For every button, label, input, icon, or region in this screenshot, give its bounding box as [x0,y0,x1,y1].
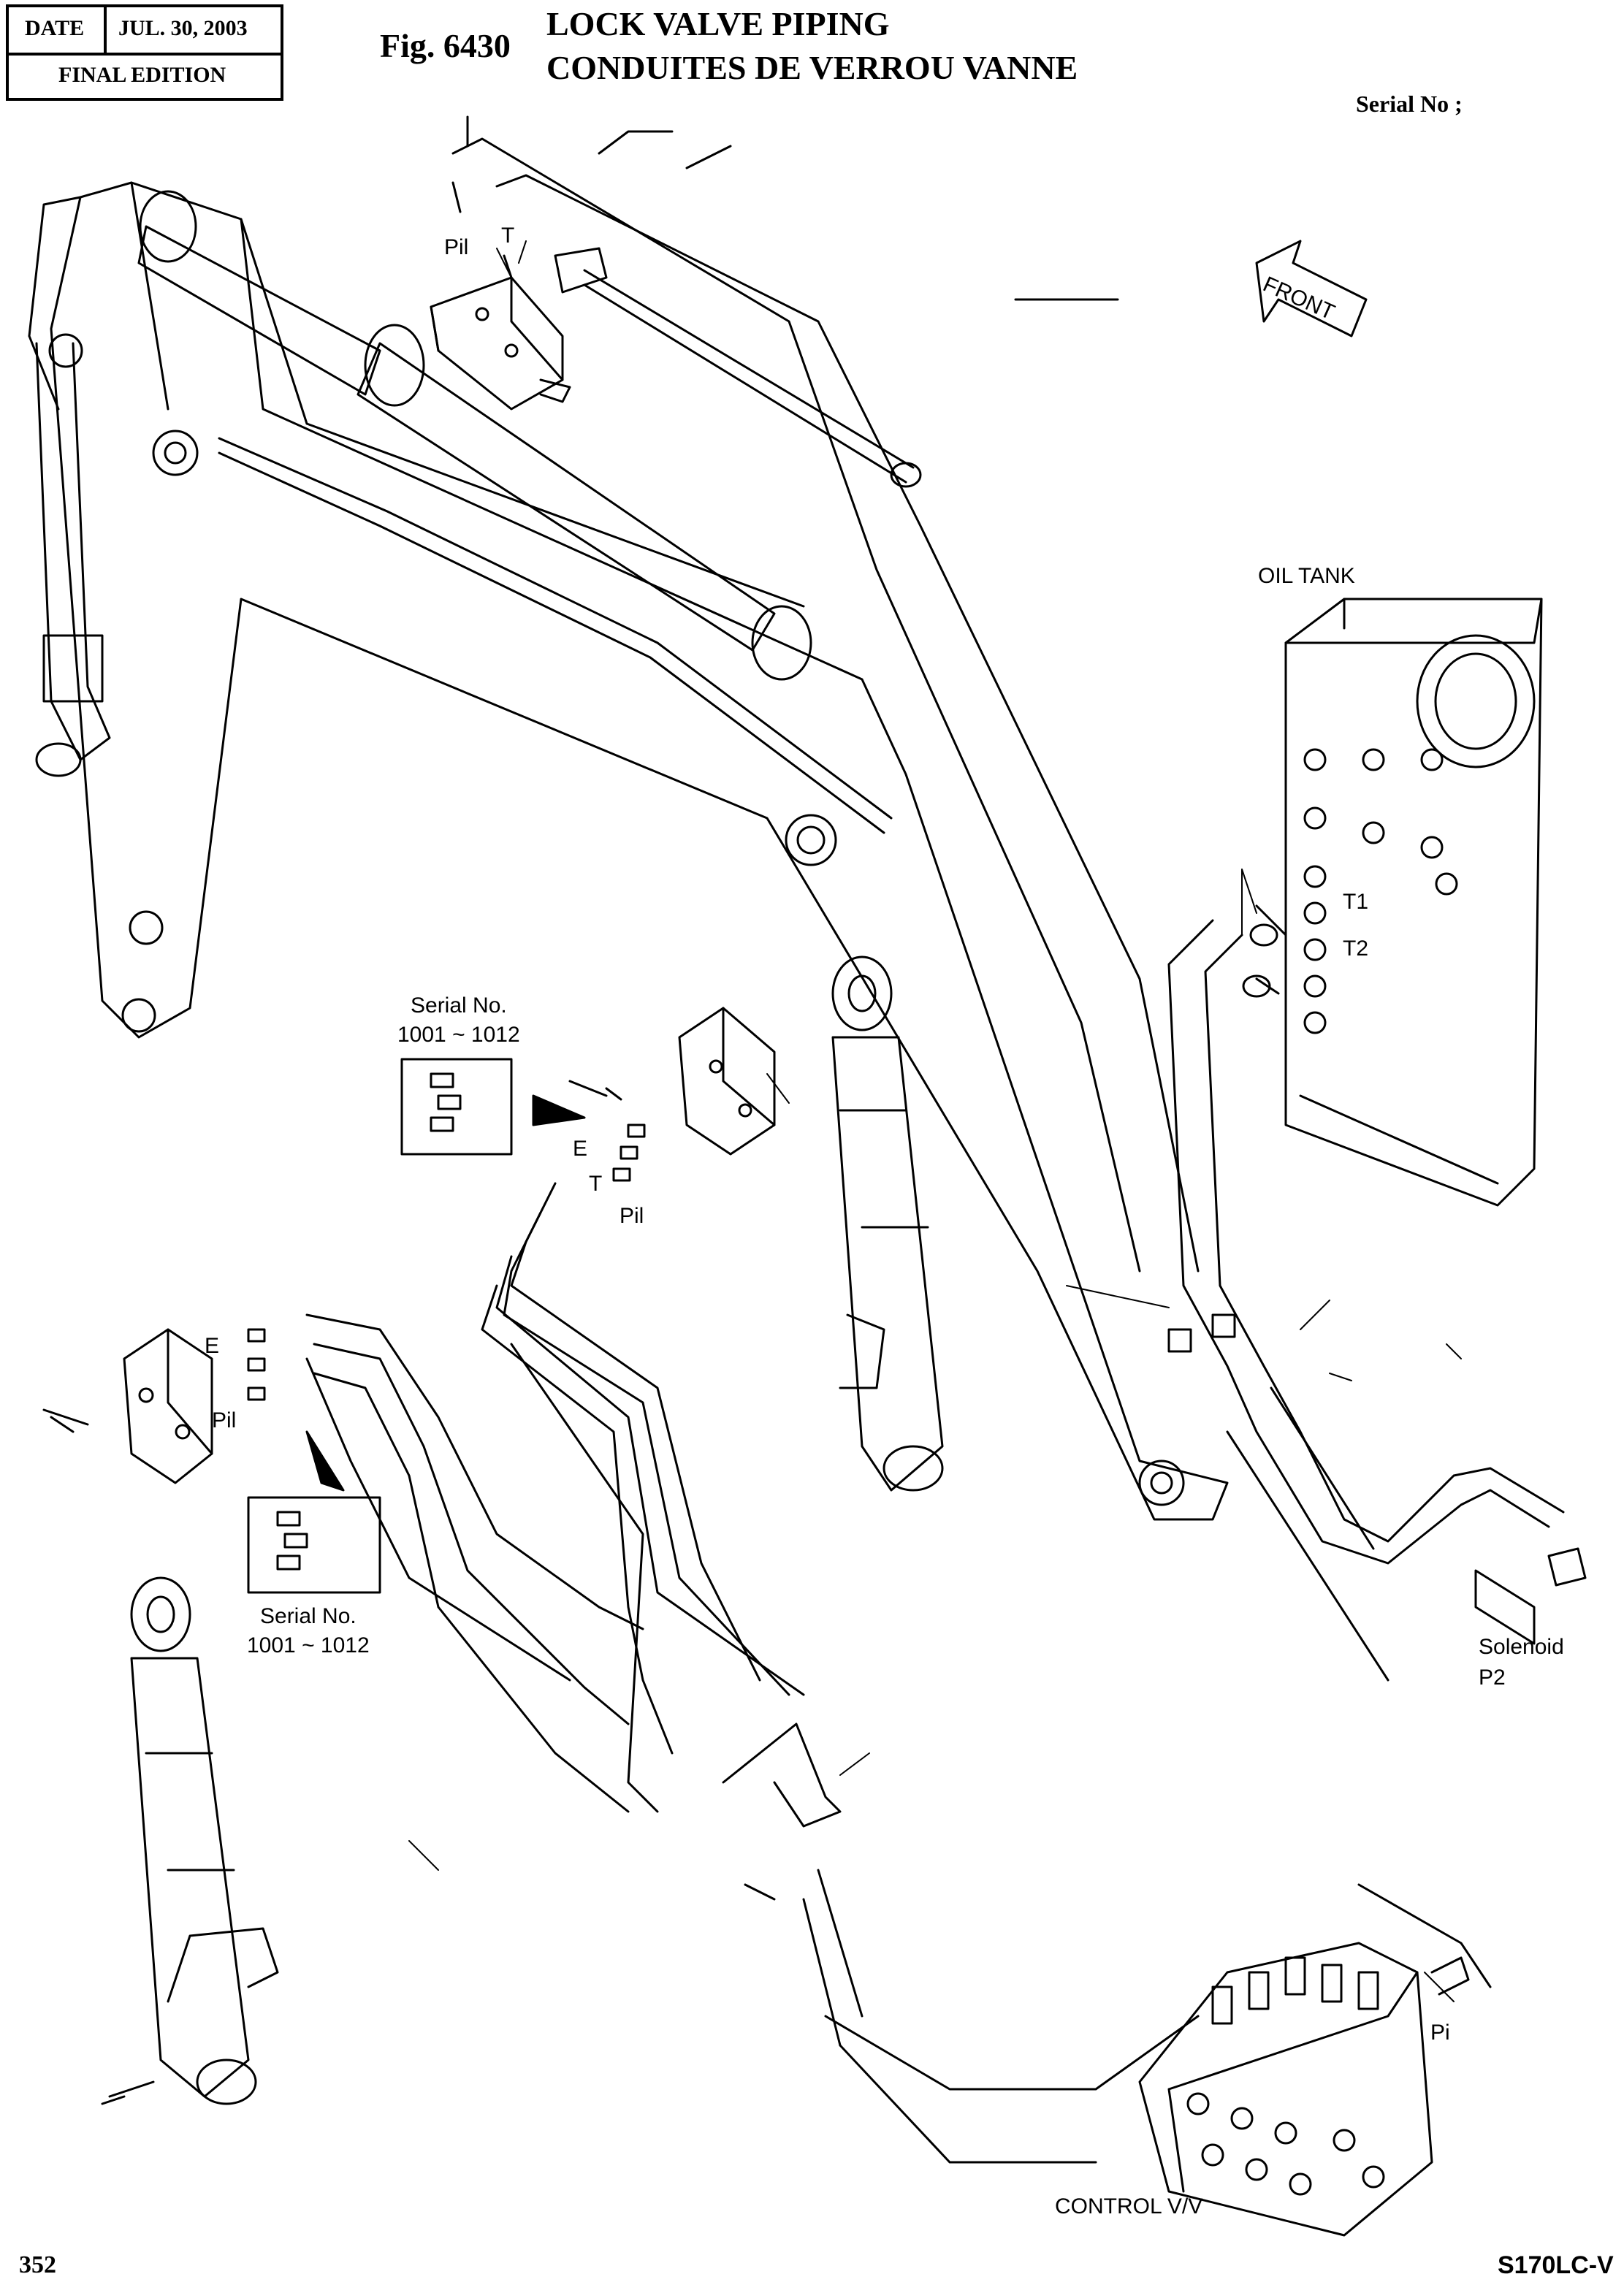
label-e-left: E [205,1334,220,1358]
serial-number-label: Serial No ; [1356,91,1463,117]
oil-tank [1284,598,1543,1207]
figure-number: Fig. 6430 [380,27,511,64]
label-e-mid: E [573,1137,588,1161]
label-t-top: T [501,224,515,248]
serial-box-1 [400,1058,513,1156]
solenoid-fitting [1474,1547,1587,1645]
serial-box-1-fittings [430,1072,462,1132]
label-serial-no-1: Serial No. [411,993,507,1018]
label-pil-left: Pil [212,1408,237,1432]
middle-hoses [481,1182,805,1813]
header-info-box: DATE JUL. 30, 2003 FINAL EDITION [6,4,283,101]
label-p2: P2 [1479,1666,1506,1690]
lower-hoses [722,1722,1492,2164]
tank-hoses [1167,904,1565,1682]
label-pil-top: Pil [444,235,469,259]
label-serial-no-2: Serial No. [260,1604,357,1628]
title-french: CONDUITES DE VERROU VANNE [546,49,1078,86]
left-lock-valve [42,1328,266,1484]
date-label: DATE [25,16,85,40]
label-t-mid: T [589,1172,603,1196]
label-pi: Pi [1430,2021,1450,2045]
control-valve [1138,1942,1470,2237]
label-serial-range-1: 1001 ~ 1012 [397,1023,520,1047]
pointer-arrow-1 [532,1094,586,1126]
label-oil-tank: OIL TANK [1258,564,1355,588]
serial-box-2-fittings [276,1511,308,1571]
bucket-cylinder [831,955,944,1492]
page-number: 352 [19,2251,56,2278]
serial-box-2 [247,1496,381,1594]
label-t1: T1 [1343,890,1369,914]
top-hoses [218,130,1200,1273]
label-control-valve: CONTROL V/V [1055,2194,1203,2218]
label-serial-range-2: 1001 ~ 1012 [247,1633,370,1657]
boom-cylinder [137,190,812,681]
arm-cylinder [101,1576,279,2105]
arm-link [35,342,111,777]
edition-label: FINAL EDITION [58,63,226,87]
label-t2: T2 [1343,936,1369,961]
header-date-row [9,7,281,56]
middle-lock-valve [568,1007,776,1182]
date-value: JUL. 30, 2003 [118,16,248,40]
boom-outline [28,181,1229,1521]
model-number: S170LC-V [1498,2251,1614,2279]
leader-lines [408,240,1462,2002]
header-divider [104,7,107,53]
front-arrow [1255,240,1368,337]
label-solenoid: Solenoid [1479,1635,1564,1659]
pointer-arrow-2 [305,1430,345,1492]
label-pil-mid: Pil [620,1204,644,1228]
title-english: LOCK VALVE PIPING [546,5,890,42]
left-hoses [305,1313,644,1813]
